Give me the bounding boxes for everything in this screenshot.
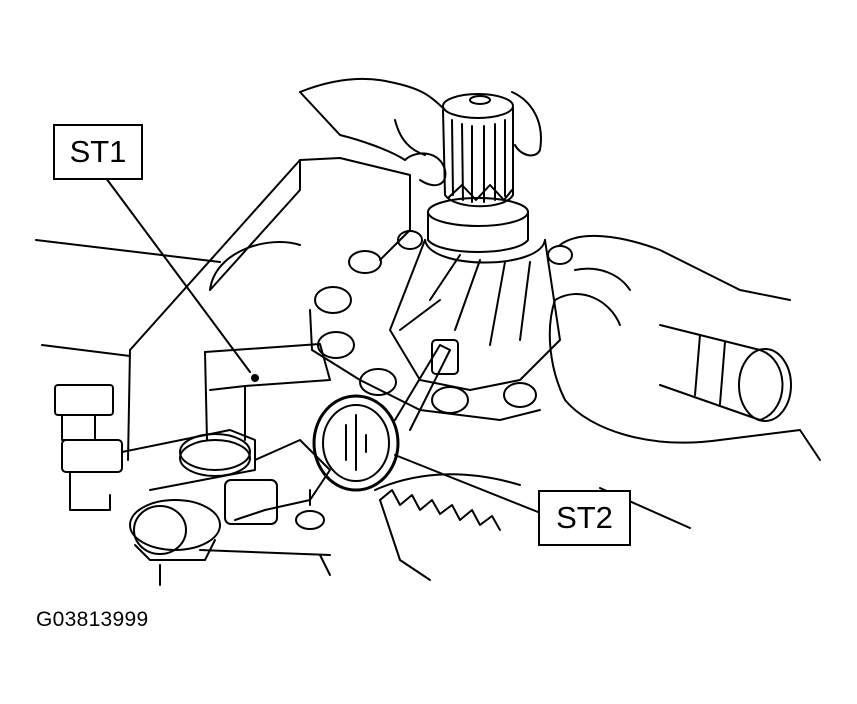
callout-st1-label: ST1 (69, 134, 127, 169)
figure-id: G03813999 (36, 608, 149, 631)
transmission-housing (127, 157, 411, 461)
splined-shaft (427, 93, 529, 253)
ring-gear (374, 473, 521, 581)
screwdriver-handle (659, 324, 792, 422)
callout-st2-label: ST2 (556, 500, 613, 535)
magnetic-base (54, 384, 331, 586)
callout-st2: ST2 (538, 490, 631, 546)
right-hand (548, 235, 821, 461)
housing-bolts (309, 230, 573, 421)
callout-st1: ST1 (53, 124, 143, 180)
differential-case (389, 239, 561, 391)
guide-lines (35, 169, 691, 529)
dial-indicator (312, 344, 451, 492)
upper-hand (299, 77, 542, 187)
